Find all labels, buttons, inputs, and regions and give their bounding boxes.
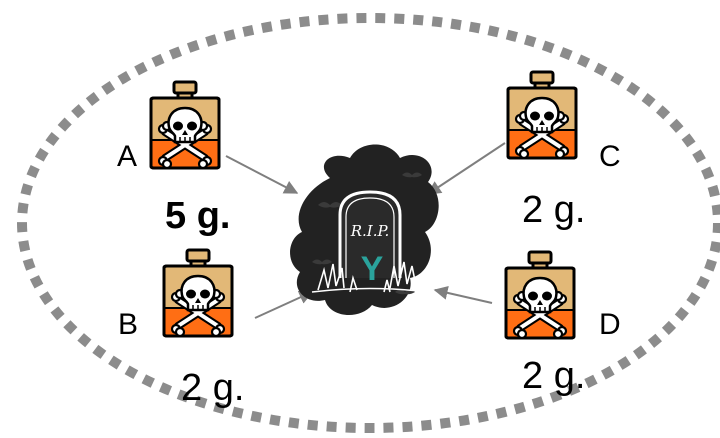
bottle-weight-b: 2 g.	[181, 367, 244, 409]
bottle-d: D 2 g.	[506, 252, 621, 397]
rip-inscription: R.I.P.	[350, 222, 390, 240]
arrow-a	[225, 155, 299, 194]
arrow-d	[433, 285, 493, 304]
grass	[317, 261, 417, 293]
bottle-label-d: D	[599, 308, 621, 341]
y-letter: Y	[361, 250, 384, 288]
grave-icon: R.I.P. Y	[290, 144, 439, 316]
bottle-weight-c: 2 g.	[522, 189, 585, 231]
bottle-c: C 2 g.	[508, 72, 621, 231]
bottle-label-a: A	[117, 140, 137, 173]
bottle-a: A 5 g.	[117, 82, 230, 237]
tombstone	[338, 190, 402, 278]
bottle-b: B 2 g.	[118, 250, 244, 409]
poison-bottle-icon	[151, 82, 219, 168]
bottle-weight-d: 2 g.	[522, 355, 585, 397]
bottle-label-b: B	[118, 308, 138, 341]
poison-bottle-icon	[506, 252, 574, 338]
arrow-b	[254, 290, 314, 319]
arrows	[225, 142, 506, 319]
bottle-label-c: C	[599, 140, 621, 173]
bottle-weight-a: 5 g.	[165, 195, 230, 237]
poison-bottle-icon	[508, 72, 576, 158]
arrow-c	[426, 142, 506, 195]
poison-bottle-icon	[164, 250, 232, 336]
boundary-ellipse	[17, 13, 720, 433]
